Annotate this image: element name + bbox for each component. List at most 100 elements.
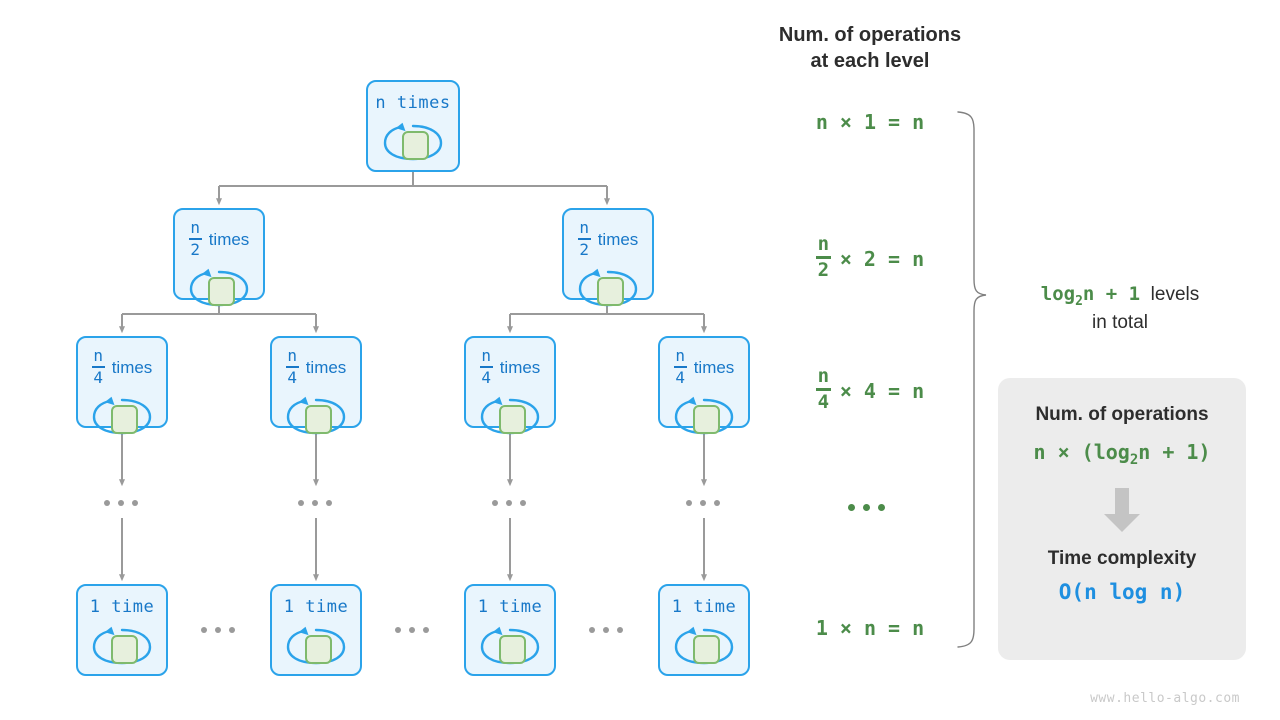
result-card-complexity-value: O(n log n) (1058, 580, 1186, 604)
fraction-denominator: 4 (675, 368, 685, 387)
node-label-text: times (693, 358, 735, 377)
fraction-numerator: n (675, 346, 685, 365)
levels-formula: log2n + 1 (1040, 283, 1141, 309)
fraction-numerator: n (579, 218, 589, 237)
node-label: 1 time (284, 597, 348, 617)
fraction-bar (479, 366, 493, 368)
tree-vertical-ellipsis-2 (298, 500, 332, 506)
loop-icon (86, 623, 158, 667)
result-card-header-complexity: Time complexity (1047, 548, 1197, 569)
loop-icon (280, 393, 352, 437)
loop-icon (377, 119, 449, 163)
levels-brace (957, 111, 987, 648)
node-label: n times (375, 93, 450, 113)
tree-node-l3n1[interactable]: n 4 times (76, 336, 168, 435)
node-label-text: times (111, 358, 153, 377)
loop-icon (86, 393, 158, 437)
fraction-bar (815, 256, 831, 259)
fraction-numerator: n (287, 346, 297, 365)
fraction-bar (815, 388, 831, 391)
tree-vertical-ellipsis-1 (104, 500, 138, 506)
operations-row-2: n 2 × 2 = n (790, 233, 950, 281)
node-label-text: times (499, 358, 541, 377)
ops-expr-head: n × (log (1033, 440, 1130, 464)
operation-chip (305, 635, 332, 664)
tree-node-l4n1[interactable]: 1 time (76, 584, 168, 676)
loop-icon (280, 623, 352, 667)
node-label-text: times (597, 230, 639, 249)
loop-icon (668, 393, 740, 437)
fraction-bar (577, 238, 591, 240)
tree-node-l4n4[interactable]: 1 time (658, 584, 750, 676)
fraction-numerator: n (93, 346, 103, 365)
node-label-text: times (208, 230, 250, 249)
operation-chip (111, 635, 138, 664)
operation-chip (305, 405, 332, 434)
down-arrow-icon (1102, 486, 1142, 534)
tree-node-l4n2[interactable]: 1 time (270, 584, 362, 676)
loop-icon (183, 265, 255, 309)
loop-icon (668, 623, 740, 667)
levels-formula-log: log (1040, 283, 1076, 305)
fraction-bar (188, 238, 202, 240)
result-card: Num. of operations n × (log2n + 1) Time … (998, 378, 1246, 660)
loop-icon (474, 623, 546, 667)
tree-vertical-ellipsis-4 (686, 500, 720, 506)
loop-icon (474, 393, 546, 437)
fraction-denominator: 4 (481, 368, 491, 387)
operations-row-4 (848, 504, 1008, 511)
levels-in-total: in total (1092, 312, 1148, 334)
row-expression: × 2 = n (839, 246, 925, 271)
node-label-text: 1 time (477, 597, 543, 617)
operation-chip (111, 405, 138, 434)
node-label: 1 time (90, 597, 154, 617)
fraction-numerator: n (817, 233, 830, 255)
row-expression: 1 × n = n (815, 616, 925, 640)
fraction-denominator: 4 (93, 368, 103, 387)
ops-expr-sub: 2 (1129, 452, 1139, 468)
tree-node-l1n1[interactable]: n times (366, 80, 460, 172)
operations-row-5: 1 × n = n (790, 616, 950, 640)
fraction-bar (285, 366, 299, 368)
node-label-text: 1 time (283, 597, 349, 617)
result-card-header-operations: Num. of operations (1035, 404, 1209, 425)
levels-word: levels (1150, 284, 1200, 305)
operation-chip (693, 635, 720, 664)
levels-formula-sub: 2 (1075, 293, 1083, 309)
levels-in-total-note: log2n + 1 levels in total (990, 282, 1250, 336)
tree-node-l4n3[interactable]: 1 time (464, 584, 556, 676)
fraction-denominator: 2 (817, 259, 830, 281)
operation-chip (208, 277, 235, 306)
operation-chip (499, 635, 526, 664)
operations-title-line2: at each level (810, 50, 930, 72)
fraction-numerator: n (481, 346, 491, 365)
operation-chip (402, 131, 429, 160)
fraction-denominator: 4 (287, 368, 297, 387)
fraction-denominator: 2 (190, 240, 200, 259)
operation-chip (597, 277, 624, 306)
levels-formula-tail: n + 1 (1082, 283, 1141, 305)
ops-expr-tail: n + 1) (1138, 440, 1211, 464)
fraction-numerator: n (817, 365, 830, 387)
node-label: 1 time (672, 597, 736, 617)
tree-vertical-ellipsis-3 (492, 500, 526, 506)
loop-icon (572, 265, 644, 309)
fraction-denominator: 2 (579, 240, 589, 259)
